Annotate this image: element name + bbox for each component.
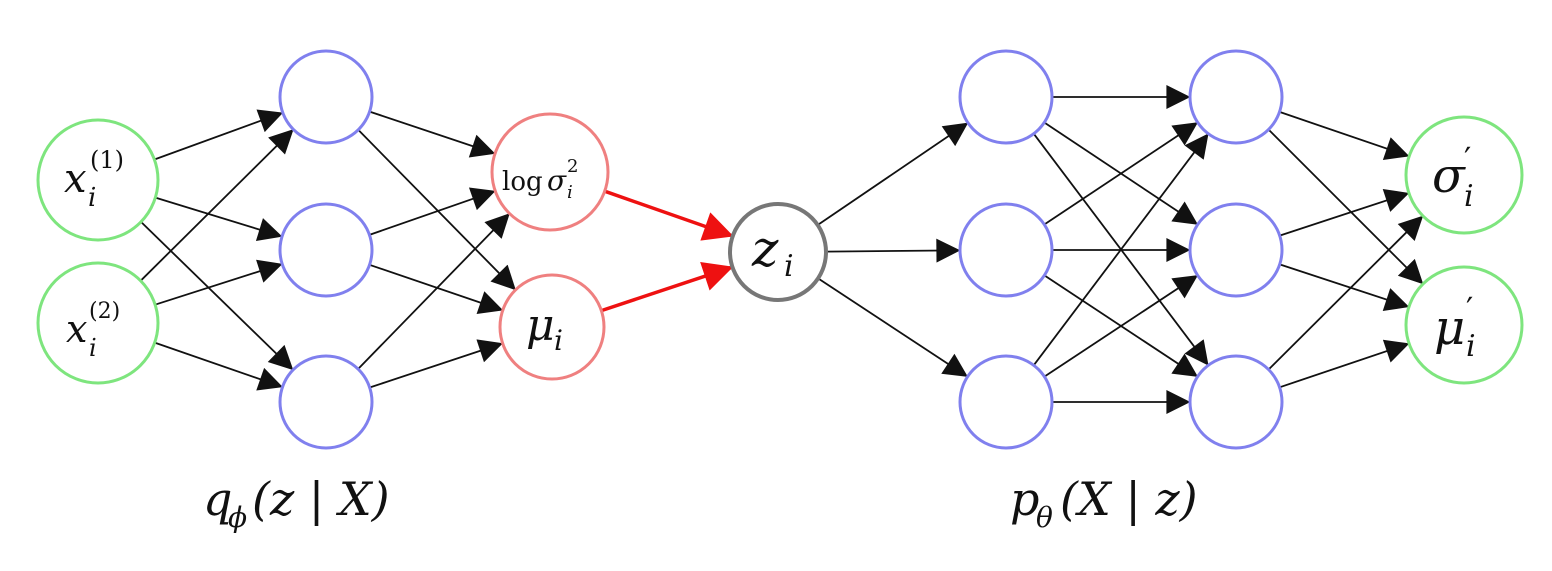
mu-out-sub: i [1466, 329, 1476, 364]
edge-h1c-to-mu [369, 339, 503, 389]
edge-x2-to-h1b [154, 259, 283, 306]
sigma-out-prime: ′ [1464, 140, 1471, 178]
node-x1 [36, 118, 160, 242]
edge-d2c-to-sigma_out [1267, 215, 1424, 371]
sample-edge-logsigma-to-z [604, 189, 734, 241]
x2-sub: i [89, 334, 97, 362]
decoder-p: p [1010, 472, 1039, 526]
edge-d2b-to-sigma_out [1279, 189, 1410, 237]
node-d1c [958, 354, 1054, 450]
edge-x2-to-h1c [154, 341, 283, 391]
edge-d2b-to-mu_out [1279, 263, 1410, 311]
edge-d2a-to-sigma_out [1279, 111, 1410, 160]
edge-d1c-to-d2b [1043, 275, 1199, 378]
decoder-sub: θ [1036, 501, 1053, 534]
edge-z-to-d1b [825, 238, 961, 263]
x1-sup: (1) [90, 146, 124, 174]
edge-d2c-to-mu_out [1279, 339, 1410, 389]
edge-d1b-to-d2a [1043, 122, 1198, 226]
node-d2b [1188, 202, 1284, 298]
edge-d1a-to-d2c [1032, 133, 1209, 366]
decoder-arg: (X | z) [1060, 472, 1198, 526]
edge-z-to-d1c [817, 277, 968, 377]
edge-z-to-d1a [817, 122, 969, 226]
sample-edge-mu-to-z [600, 261, 734, 313]
logsigma-sup: 2 [567, 156, 578, 177]
logsigma-sub: i [567, 182, 573, 203]
encoder-q: q [203, 472, 232, 526]
mu-sub: i [554, 324, 563, 357]
node-d1a [958, 49, 1054, 145]
mu-out-base: μ [1434, 300, 1465, 356]
node-d1b [958, 202, 1054, 298]
z-base: z [751, 220, 779, 278]
nodes-layer [36, 49, 1524, 450]
edge-h1b-to-mu [369, 263, 504, 314]
edge-h1b-to-logsigma [369, 187, 496, 236]
node-h1a [278, 49, 374, 145]
mu-base: μ [526, 300, 555, 351]
edge-d2a-to-mu_out [1267, 128, 1424, 285]
label-x2: x i (2) [66, 299, 120, 362]
x2-base: x [66, 307, 87, 351]
edge-x2-to-h1a [139, 129, 294, 282]
edge-x1-to-h1b [155, 196, 283, 242]
encoder-sub: ϕ [228, 501, 247, 534]
label-x1: x i (1) [64, 146, 124, 213]
label-z: z i [751, 220, 794, 284]
edge-d1a-to-d2b [1043, 121, 1198, 225]
label-mu-out: μ ′ i [1434, 290, 1476, 364]
edges-layer [139, 85, 1424, 414]
node-z [728, 202, 828, 302]
edge-h1c-to-logsigma [357, 213, 510, 370]
x1-sub: i [88, 183, 96, 213]
logsigma-log: log [502, 167, 543, 197]
logsigma-base: σ [547, 164, 567, 197]
label-sigma-out: σ ′ i [1432, 140, 1474, 214]
mu-out-prime: ′ [1466, 290, 1473, 328]
node-x2 [36, 261, 160, 385]
edge-d1c-to-d2a [1032, 133, 1209, 366]
node-mu [498, 273, 606, 381]
encoder-arg: (z | X) [252, 472, 390, 526]
x1-base: x [64, 156, 87, 202]
label-mu: μ i [526, 300, 563, 357]
node-d2c [1188, 354, 1284, 450]
edge-d1b-to-d2c [1043, 274, 1199, 377]
edge-h1a-to-logsigma [369, 110, 496, 158]
node-sigma-out [1404, 115, 1524, 235]
node-h1c [278, 354, 374, 450]
node-d2a [1188, 49, 1284, 145]
z-sub: i [784, 249, 794, 284]
sigma-out-base: σ [1432, 148, 1466, 204]
edge-h1a-to-mu [357, 129, 516, 291]
node-h1b [278, 202, 374, 298]
decoder-caption: p θ (X | z) [1010, 472, 1198, 534]
node-logsigma [490, 112, 610, 232]
edge-x1-to-h1c [140, 221, 294, 371]
encoder-caption: q ϕ (z | X) [203, 472, 390, 534]
node-mu-out [1404, 265, 1524, 385]
edge-x1-to-h1a [154, 109, 284, 161]
x2-sup: (2) [89, 299, 120, 324]
sigma-out-sub: i [1464, 179, 1474, 214]
label-logsigma: log σ i 2 [502, 156, 578, 203]
